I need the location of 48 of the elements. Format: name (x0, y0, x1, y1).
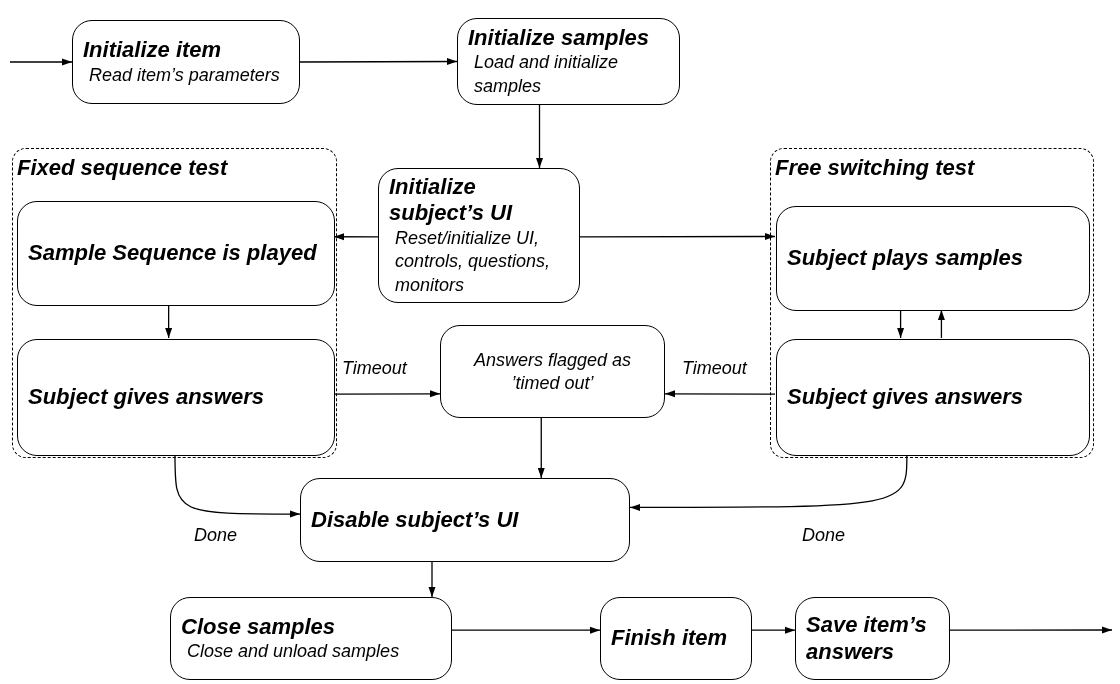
group-title: Free switching test (775, 155, 975, 182)
process-box (170, 597, 452, 680)
process-box (17, 339, 335, 456)
arrow (165, 304, 173, 339)
step-title: Disable subject’s UI (311, 506, 519, 534)
arrow (664, 390, 776, 398)
arrow (937, 309, 945, 339)
step-description: Load and initialize samples (473, 51, 620, 98)
step-title: Close samples (181, 613, 336, 640)
arrow (299, 58, 458, 66)
step-title: Initialize item (83, 37, 222, 64)
arrow (536, 104, 543, 169)
arrow (174, 454, 301, 518)
arrow (897, 309, 905, 339)
step-description: Close and unload samples (186, 640, 400, 663)
step-title: Subject gives answers (787, 384, 1023, 411)
arrow (451, 626, 601, 634)
process-box (440, 325, 665, 418)
arrow (333, 390, 441, 398)
process-box (300, 478, 630, 562)
group-title: Fixed sequence test (17, 155, 228, 182)
arrow (579, 233, 776, 240)
dashed-group-box (770, 148, 1094, 458)
arrow (333, 233, 379, 241)
step-title: Finish item (611, 625, 728, 652)
process-box (600, 597, 752, 680)
process-box (378, 168, 580, 303)
dashed-group-box (12, 148, 337, 458)
step-title: Subject gives answers (28, 384, 264, 411)
arrow (537, 417, 545, 479)
process-box (776, 339, 1090, 456)
process-box (776, 206, 1090, 311)
step-description: Read item’s parameters (88, 63, 280, 87)
step-title: Save item’s answers (806, 612, 928, 665)
step-title: Subject plays samples (787, 245, 1023, 272)
arrow (751, 626, 796, 634)
arrow (9, 58, 73, 66)
step-title: Initialize subject’s UI (389, 174, 514, 227)
arrow (428, 561, 436, 598)
step-description: Reset/initialize UI, controls, questions, monitors (394, 226, 552, 297)
process-box (795, 597, 950, 680)
arrow (949, 626, 1113, 634)
step-title: Sample Sequence is played (28, 240, 317, 267)
step-title: Initialize samples (468, 24, 649, 52)
process-box (17, 201, 335, 306)
box-text: Answers flagged as ’timed out’ (472, 349, 633, 394)
process-box (72, 20, 300, 104)
process-box (457, 18, 680, 105)
